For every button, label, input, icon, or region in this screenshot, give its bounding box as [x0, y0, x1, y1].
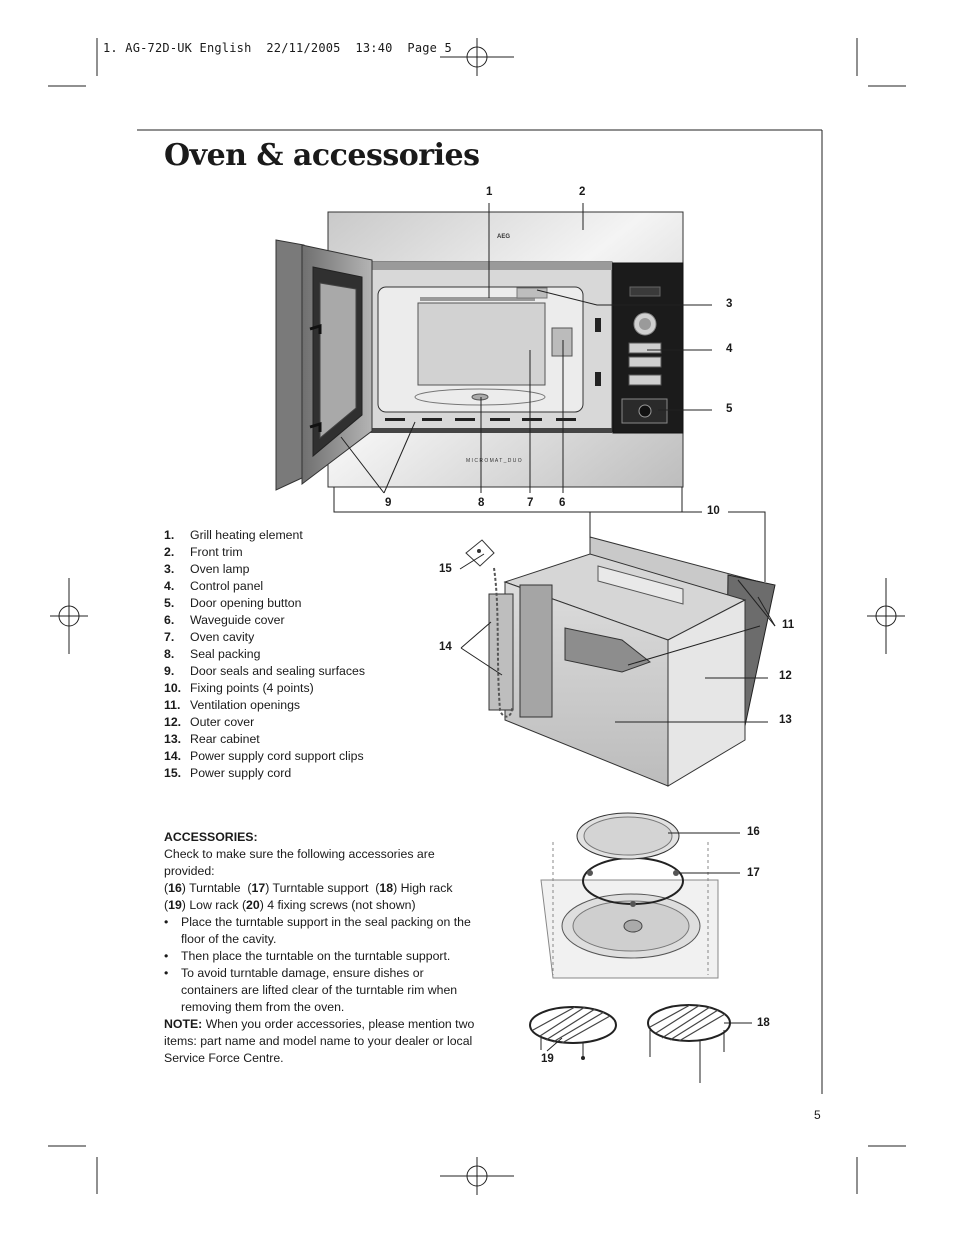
- parts-list: 1.Grill heating element 2.Front trim 3.O…: [164, 527, 365, 782]
- front-leaders: [333, 203, 712, 513]
- callout-3: 3: [726, 298, 733, 310]
- list-item: 12.Outer cover: [164, 715, 255, 729]
- callout-5: 5: [726, 403, 733, 415]
- brand-mark: AEG: [497, 234, 510, 240]
- list-item: 1.Grill heating element: [164, 528, 303, 542]
- callout-8: 8: [478, 497, 485, 509]
- high-rack-illustration: [647, 1004, 752, 1083]
- list-item: 3.Oven lamp: [164, 562, 250, 576]
- list-item: 7.Oven cavity: [164, 630, 255, 644]
- callout-14: 14: [439, 641, 452, 653]
- callout-16: 16: [747, 826, 760, 838]
- accessories-bullets: •Place the turntable support in the seal…: [164, 914, 482, 1016]
- callout-6: 6: [559, 497, 566, 509]
- registration-mark-left: [50, 578, 88, 654]
- callout-19: 19: [541, 1053, 554, 1065]
- list-item: 15.Power supply cord: [164, 766, 292, 780]
- oven-front-illustration: [327, 211, 684, 488]
- print-slug: 1. AG-72D-UK English 22/11/2005 13:40 Pa…: [103, 41, 452, 55]
- list-item: 5.Door opening button: [164, 596, 302, 610]
- turntable-illustration: [540, 812, 719, 979]
- list-item: •Place the turntable support in the seal…: [164, 915, 471, 946]
- list-item: 14.Power supply cord support clips: [164, 749, 364, 763]
- list-item: •To avoid turntable damage, ensure dishe…: [164, 966, 458, 1014]
- registration-mark-top: [440, 38, 514, 76]
- callout-1: 1: [486, 186, 493, 198]
- accessories-section: ACCESSORIES: Check to make sure the foll…: [164, 829, 482, 1067]
- model-strip: M I C R O M A T _ D U O: [466, 458, 522, 464]
- callout-18: 18: [757, 1017, 770, 1029]
- list-item: 2.Front trim: [164, 545, 243, 559]
- callout-9: 9: [385, 497, 392, 509]
- oven-door-illustration: [275, 239, 373, 491]
- turntable-leaders: [668, 832, 740, 874]
- list-item: 10.Fixing points (4 points): [164, 681, 314, 695]
- callout-15: 15: [439, 563, 452, 575]
- low-rack-illustration: [529, 1006, 617, 1060]
- registration-mark-bottom: [440, 1157, 514, 1195]
- accessories-intro: Check to make sure the following accesso…: [164, 847, 435, 878]
- callout-13: 13: [779, 714, 792, 726]
- page-number: 5: [814, 1108, 821, 1122]
- cabinet-leaders: [459, 511, 776, 723]
- callout-2: 2: [579, 186, 586, 198]
- crop-marks: [48, 38, 906, 1194]
- callout-7: 7: [527, 497, 534, 509]
- callout-11: 11: [782, 619, 795, 631]
- list-item: 9.Door seals and sealing surfaces: [164, 664, 365, 678]
- page-title: Oven & accessories: [164, 138, 480, 173]
- list-item: •Then place the turntable on the turntab…: [164, 949, 451, 963]
- list-item: 4.Control panel: [164, 579, 264, 593]
- accessories-items-line-1: (16) Turntable (17) Turntable support (1…: [164, 881, 453, 895]
- callout-10: 10: [707, 505, 720, 517]
- accessories-heading: ACCESSORIES:: [164, 830, 258, 844]
- accessories-items-line-2: (19) Low rack (20) 4 fixing screws (not …: [164, 898, 416, 912]
- accessories-note: NOTE: When you order accessories, please…: [164, 1017, 475, 1065]
- callout-17: 17: [747, 867, 760, 879]
- callout-12: 12: [779, 670, 792, 682]
- list-item: 6.Waveguide cover: [164, 613, 285, 627]
- callout-4: 4: [726, 343, 733, 355]
- list-item: 8.Seal packing: [164, 647, 261, 661]
- page-frame: [137, 129, 823, 1094]
- cabinet-illustration: [465, 536, 776, 787]
- list-item: 13.Rear cabinet: [164, 732, 260, 746]
- list-item: 11.Ventilation openings: [164, 698, 301, 712]
- registration-mark-right: [867, 578, 905, 654]
